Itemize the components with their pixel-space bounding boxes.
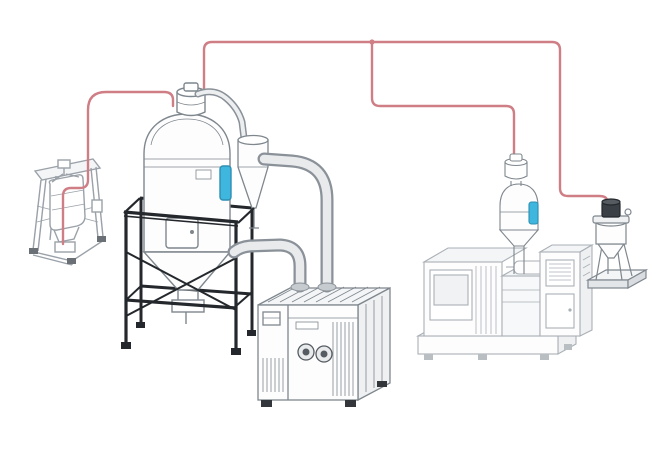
machine-foot	[540, 354, 549, 360]
loader-base	[587, 279, 629, 289]
foot-pad	[29, 248, 38, 254]
control-box	[91, 199, 103, 213]
foot-pad	[67, 258, 76, 264]
receiver-lid	[183, 82, 199, 92]
loader-cone	[596, 243, 626, 259]
big-bag-unloader	[29, 158, 106, 266]
line-bag-to-hopper	[61, 90, 175, 246]
machine-foot	[478, 354, 487, 360]
door-handle	[190, 230, 194, 234]
level-sensor	[219, 165, 232, 201]
machine-foot	[564, 344, 572, 350]
machine-base	[417, 335, 559, 355]
door-handle	[568, 308, 572, 312]
nameplate	[195, 169, 212, 180]
foot-pad	[97, 236, 106, 242]
line-hopper-to-loader	[202, 40, 609, 206]
receiver-lid	[509, 153, 523, 162]
drying-hopper	[142, 82, 248, 324]
hose-flange	[290, 282, 310, 292]
loader-gauge	[624, 208, 632, 216]
material-conveying-lines	[61, 40, 609, 246]
dryer-foot	[377, 381, 387, 387]
stand-foot	[247, 330, 256, 336]
hoist-trolley	[57, 159, 71, 169]
gate-window	[433, 274, 469, 306]
injection-unit	[501, 275, 541, 337]
stand-foot	[136, 322, 145, 328]
line-junction-dot	[369, 39, 375, 45]
dryer-foot	[261, 400, 272, 407]
machine-hopper-dryer	[498, 153, 540, 274]
discharge-box	[54, 241, 76, 253]
dryer-label	[295, 321, 319, 330]
hose-flange	[317, 282, 337, 292]
injection-molding-machine	[415, 153, 595, 360]
line-junction-to-machine	[370, 40, 516, 158]
machine-foot	[424, 354, 433, 360]
bulk-bag	[48, 174, 86, 231]
dryer-foot	[345, 400, 356, 407]
hopper-receiver	[176, 82, 206, 117]
machine-hopper-receiver	[504, 153, 528, 186]
elbow-duct-core	[196, 89, 246, 140]
desiccant-dryer	[257, 286, 391, 407]
stand-foot	[121, 342, 131, 349]
process-air-hoses	[227, 152, 337, 293]
stand-foot	[231, 348, 241, 355]
display-window	[262, 311, 281, 326]
vacuum-loader	[585, 198, 649, 290]
level-sensor	[528, 201, 539, 225]
